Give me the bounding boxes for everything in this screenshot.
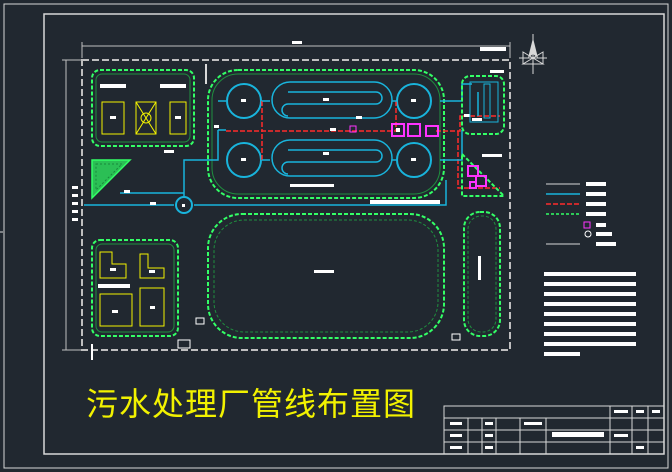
pipe-fittings xyxy=(124,114,470,205)
gate-mark xyxy=(195,317,205,325)
admin-building-block xyxy=(91,69,195,153)
triangle-building xyxy=(461,151,507,197)
pipe-legend xyxy=(546,182,616,246)
title-block xyxy=(443,405,665,455)
storage-pond xyxy=(207,213,445,339)
oxidation-ditch-enclosure xyxy=(207,69,445,204)
pump-valves xyxy=(349,123,439,137)
sludge-building-block xyxy=(91,239,179,337)
blower-building xyxy=(461,70,505,135)
green-area-triangle xyxy=(91,159,132,200)
site-boundary xyxy=(81,59,511,351)
top-dimension xyxy=(81,41,511,58)
inlet-chamber xyxy=(175,196,193,214)
title-block-text xyxy=(450,410,660,449)
upper-ditch xyxy=(271,81,393,119)
inner-border xyxy=(43,13,665,455)
lower-ditch xyxy=(271,139,393,177)
ditch-label xyxy=(290,184,334,187)
cyan-pipeline xyxy=(84,83,479,206)
notes-block xyxy=(544,272,636,356)
left-legend-ticks xyxy=(72,186,78,221)
primary-clarifiers xyxy=(226,83,262,178)
bottom-mark-left xyxy=(177,339,191,349)
north-arrow-icon xyxy=(519,34,547,74)
outer-border xyxy=(3,3,669,469)
inlet-marker xyxy=(182,204,185,207)
left-dimension xyxy=(62,59,82,351)
red-pipeline xyxy=(226,101,500,189)
north-label-block xyxy=(480,47,506,51)
bottom-mark-right xyxy=(451,333,461,341)
drawing-title: 污水处理厂管线布置图 xyxy=(86,385,417,423)
right-narrow-basin xyxy=(463,211,501,337)
